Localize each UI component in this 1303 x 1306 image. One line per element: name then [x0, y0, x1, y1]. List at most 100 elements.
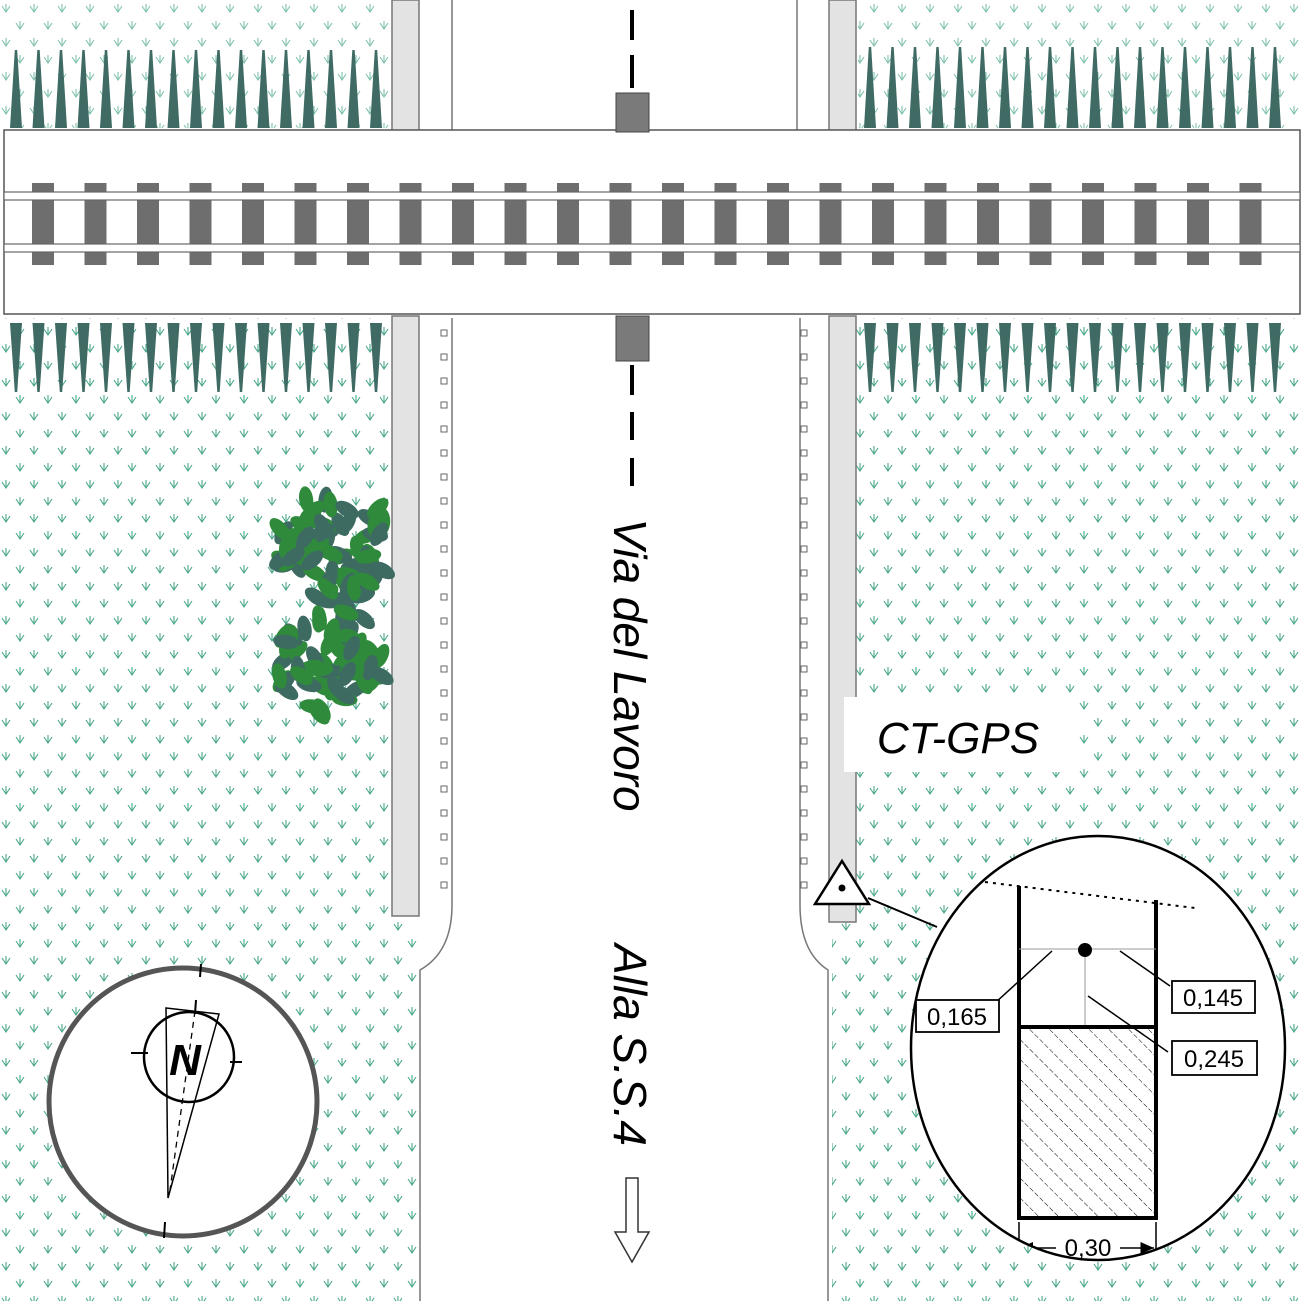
shrub-leaf [333, 604, 359, 621]
shrubs [269, 486, 395, 725]
sidewalk-right-lower [828, 315, 857, 923]
drain-left [440, 473, 448, 481]
shrub-leaf [370, 522, 388, 546]
hedge-spike [1066, 47, 1079, 128]
hedge-spike [167, 50, 180, 128]
hedge-spike [32, 50, 45, 128]
hedge-spike [212, 50, 225, 128]
road-centerline [615, 10, 650, 486]
hedge-spike [1066, 323, 1079, 392]
drain-right [800, 377, 808, 385]
hedge-spike [280, 50, 292, 128]
drain-right [800, 881, 808, 889]
measure-box-0165 [915, 999, 1000, 1033]
hedge-spike [10, 50, 22, 128]
shrub-leaf [290, 666, 313, 686]
hedge-spike [190, 50, 202, 128]
hedge-spike [302, 50, 315, 128]
drain-left [440, 689, 448, 697]
shrub-leaf [307, 662, 334, 677]
drain-left [440, 425, 448, 433]
shrub-leaf [301, 550, 324, 571]
hedge-spike [1224, 323, 1236, 392]
railway-crossing [3, 129, 1301, 315]
hedge-spike [1021, 323, 1034, 392]
measure-0245: 0,245 [1184, 1046, 1244, 1073]
hedge-spike [77, 50, 90, 128]
drain-right [800, 545, 808, 553]
hedge-spike [55, 50, 67, 128]
drain-left [440, 737, 448, 745]
drain-left [440, 401, 448, 409]
drain-right [800, 713, 808, 721]
shrub-leaf [346, 575, 362, 601]
shrub-leaf [282, 547, 305, 567]
survey-triangle-icon [812, 858, 872, 906]
drain-right [800, 353, 808, 361]
drain-left [440, 665, 448, 673]
compass-north-letter: N [169, 1036, 202, 1085]
hedge-spike [370, 50, 382, 128]
rail-top [3, 191, 1301, 201]
hedge-spike [325, 50, 337, 128]
drain-left [440, 449, 448, 457]
hedge-spike [1111, 323, 1124, 392]
hedge-spike [325, 323, 337, 392]
drain-left [440, 353, 448, 361]
hedge-spike [100, 50, 112, 128]
hedge-spike [1089, 323, 1101, 392]
drain-left [440, 881, 448, 889]
hedge-spike [954, 323, 966, 392]
hedge-spike [909, 47, 921, 128]
drain-left [440, 569, 448, 577]
shrub-leaf [271, 663, 287, 689]
drain-right [800, 809, 808, 817]
gutter-drains [440, 329, 808, 889]
hedge-spike [1044, 47, 1056, 128]
shrub-leaf [269, 518, 290, 540]
drain-left [440, 641, 448, 649]
drain-left [440, 593, 448, 601]
shrub-leaf [362, 654, 378, 681]
sidewalk-right-upper [828, 0, 857, 133]
hedge-spike [1246, 323, 1259, 392]
hedge-spike [999, 323, 1011, 392]
drain-right [800, 401, 808, 409]
drain-right [800, 689, 808, 697]
hedge-spike [257, 50, 270, 128]
stop-block-top [615, 92, 650, 133]
grass-right-upper [858, 0, 1303, 128]
hedge-spike [1201, 47, 1214, 128]
hedge-spike [886, 47, 899, 128]
hedge-spike [55, 323, 67, 392]
sidewalk-left-lower [391, 315, 420, 917]
hedge-spike [1134, 323, 1146, 392]
drain-left [440, 833, 448, 841]
drain-right [800, 761, 808, 769]
hedge-spike [1269, 323, 1281, 392]
drain-left [440, 713, 448, 721]
shrub-leaf [297, 615, 312, 642]
drain-left [440, 809, 448, 817]
leader-0165 [994, 950, 1053, 1004]
drain-right [800, 593, 808, 601]
hedge-spike [909, 323, 921, 392]
drain-right [800, 737, 808, 745]
drain-left [440, 545, 448, 553]
drain-left [440, 785, 448, 793]
drain-left [440, 857, 448, 865]
station-label-box [844, 697, 1078, 772]
hedge-spike [212, 323, 225, 392]
drain-left [440, 521, 448, 529]
hedge-spike [167, 323, 180, 392]
hedge-spike [1246, 47, 1259, 128]
shrub-leaf [353, 608, 375, 630]
shrub-leaf [317, 545, 343, 562]
shrub-leaf [299, 699, 326, 714]
street-name-label: Via del Lavoro [604, 518, 656, 811]
shrub-leaf [327, 675, 346, 699]
shrub-leaf [314, 513, 332, 538]
drain-left [440, 377, 448, 385]
